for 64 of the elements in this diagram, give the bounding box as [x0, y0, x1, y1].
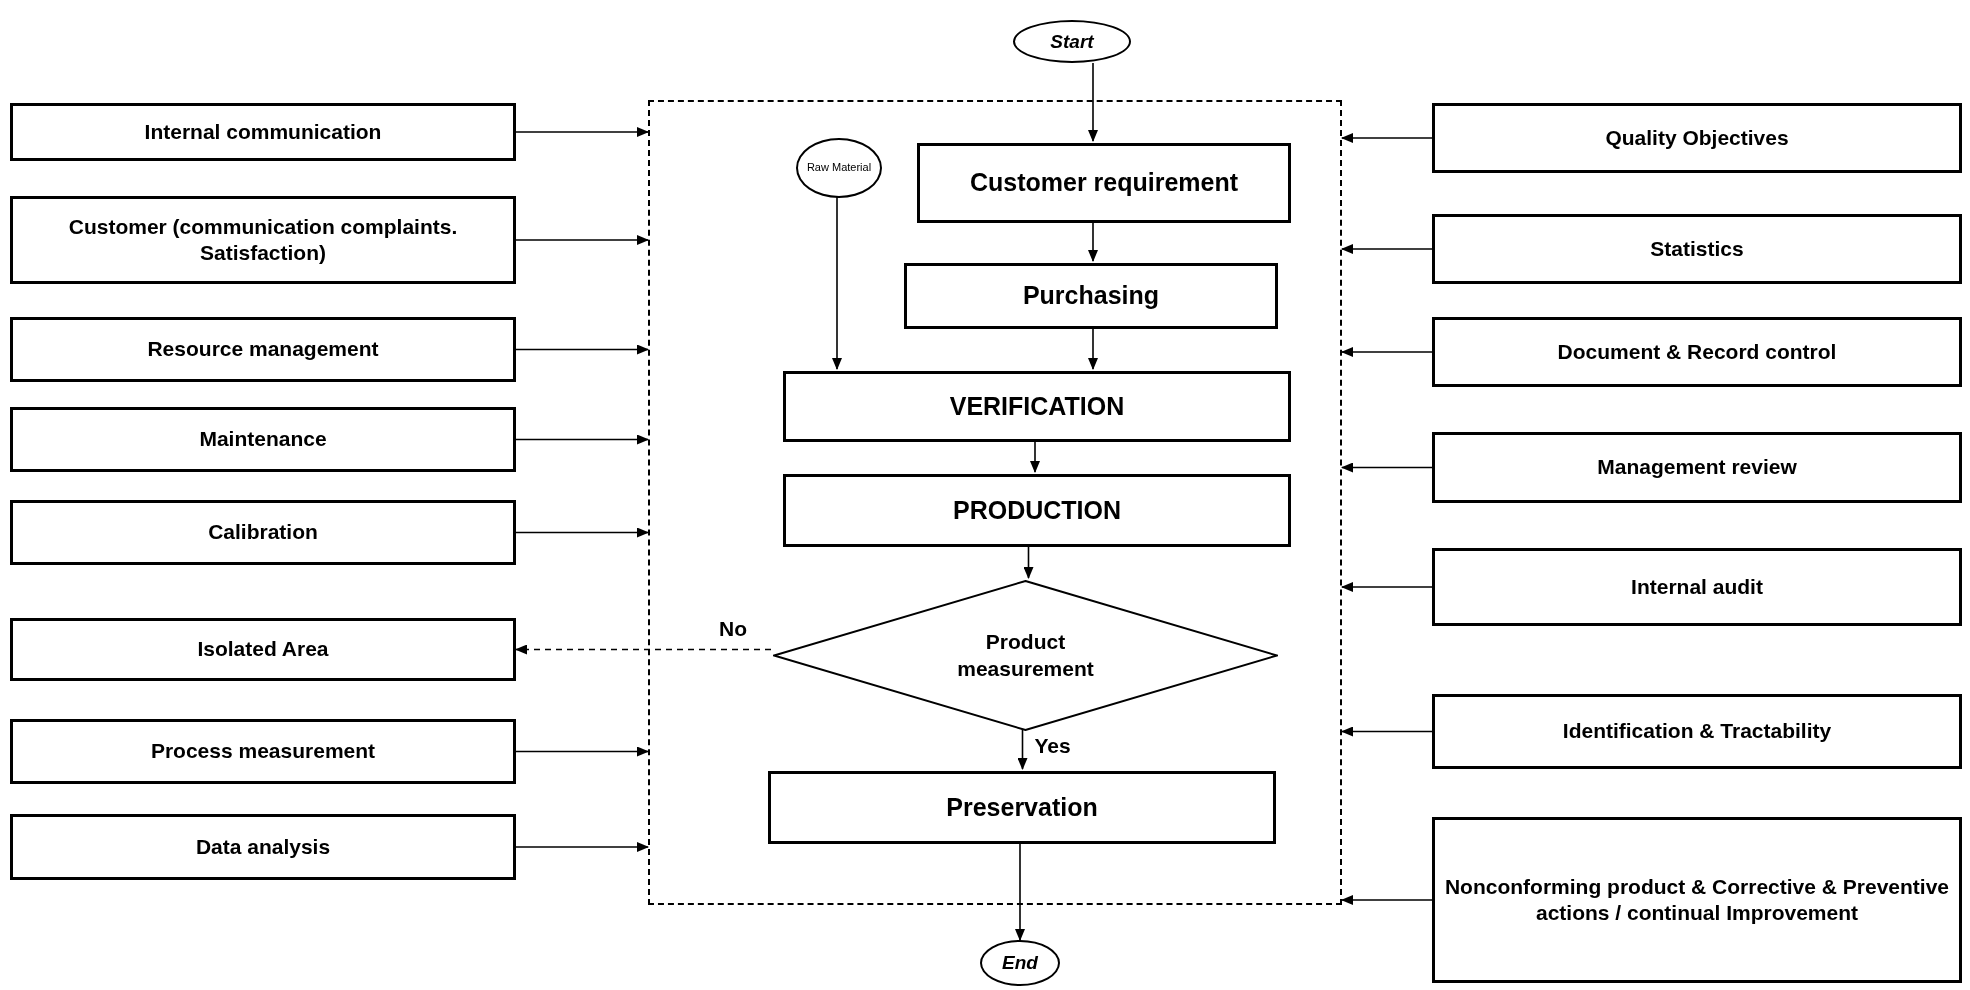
process-box	[1432, 432, 1962, 503]
arrow	[515, 344, 649, 355]
node-label: Resource management	[147, 336, 379, 363]
node-label: Identification & Tractability	[1562, 718, 1832, 745]
node-label: VERIFICATION	[949, 390, 1125, 422]
process-box	[1432, 317, 1962, 387]
process-box	[10, 814, 516, 880]
arrow	[1341, 582, 1433, 592]
process-box	[1432, 214, 1962, 284]
process-box	[10, 500, 516, 565]
arrow	[832, 195, 842, 370]
process-box	[1432, 694, 1962, 769]
node-label: Statistics	[1650, 235, 1744, 262]
dashed-arrow	[515, 644, 772, 655]
arrow	[1341, 347, 1433, 357]
arrow	[1017, 728, 1028, 770]
node-label: Internal communication	[144, 118, 382, 145]
node-label: Maintenance	[199, 426, 327, 453]
node-label: Quality Objectives	[1605, 124, 1789, 151]
node-label: Isolated Area	[197, 636, 329, 663]
process-box	[904, 263, 1278, 329]
arrow	[515, 127, 649, 137]
arrow	[1341, 133, 1433, 143]
process-box	[1432, 103, 1962, 173]
arrow	[1341, 895, 1433, 905]
arrow	[1088, 62, 1098, 142]
process-box	[1432, 548, 1962, 626]
process-box	[10, 719, 516, 784]
arrow	[515, 235, 649, 245]
process-box	[917, 143, 1291, 223]
dashed-boundary-box	[648, 100, 1342, 905]
process-box	[783, 371, 1291, 442]
node-label: Product measurement	[956, 629, 1095, 682]
process-box	[10, 317, 516, 382]
process-box	[1432, 817, 1962, 983]
node-label: Raw Material	[806, 161, 872, 175]
node-label: End	[1002, 951, 1038, 975]
arrow	[515, 746, 649, 757]
process-box	[768, 771, 1276, 844]
process-box	[10, 407, 516, 472]
arrow	[515, 527, 649, 538]
node-label: Preservation	[946, 791, 1098, 823]
node-label: Data analysis	[195, 833, 331, 860]
arrow	[1341, 244, 1433, 254]
arrow	[1341, 726, 1433, 737]
node-label: Calibration	[208, 519, 318, 546]
arrow	[515, 842, 649, 852]
node-label: Nonconforming product & Corrective & Preventive actions / continual Improvement	[1443, 873, 1951, 926]
process-box	[10, 618, 516, 681]
node-label: Internal audit	[1631, 573, 1763, 600]
process-box	[783, 474, 1291, 547]
node-label: Customer (communication complaints. Satisfaction)	[67, 213, 459, 266]
process-box	[10, 103, 516, 161]
node-label: Purchasing	[1022, 280, 1160, 312]
node-label: Process measurement	[150, 738, 376, 765]
node-label: Document & Record control	[1557, 338, 1837, 365]
node-label: Customer requirement	[969, 167, 1239, 199]
decision-diamond	[773, 580, 1278, 731]
node-label: Start	[1050, 29, 1094, 54]
process-box	[10, 196, 516, 284]
node-label: Management review	[1597, 454, 1797, 481]
arrow	[1341, 462, 1433, 473]
arrow	[515, 434, 649, 445]
node-label: PRODUCTION	[952, 494, 1122, 526]
